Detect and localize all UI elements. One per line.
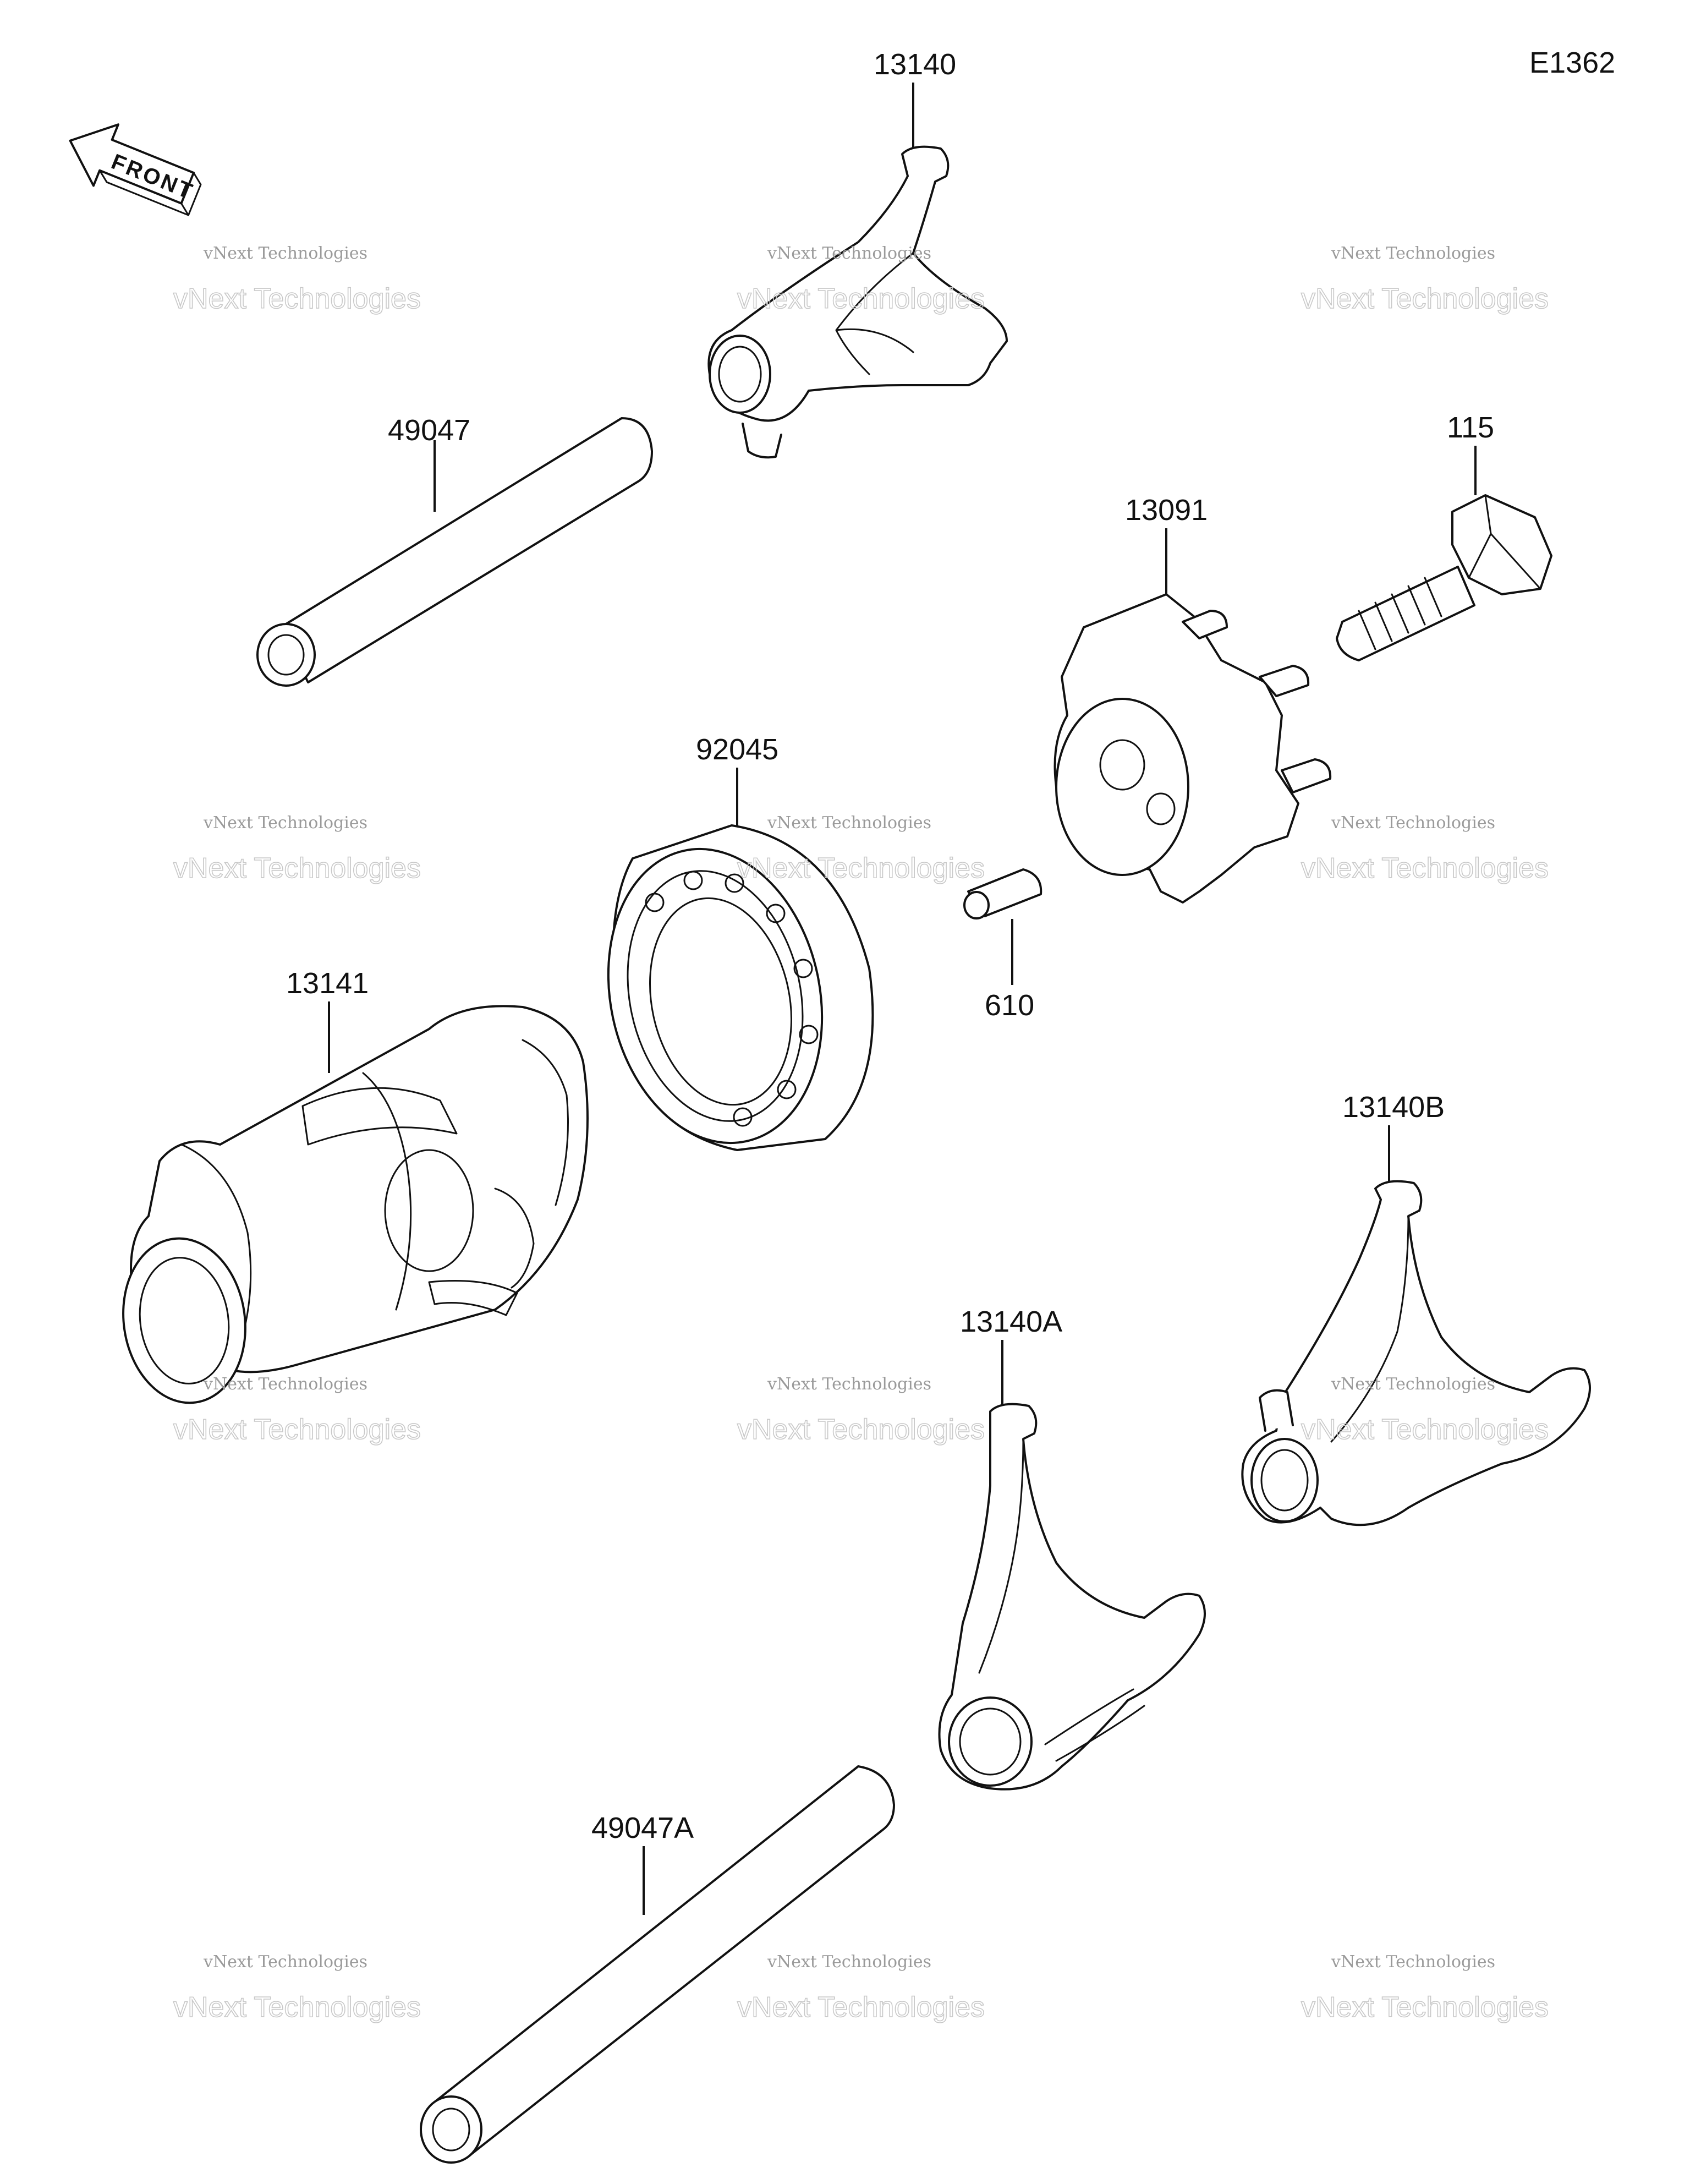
watermark-text: vNext Technologies bbox=[1331, 1375, 1495, 1394]
part-610[interactable] bbox=[963, 868, 1042, 985]
watermark-text: vNext Technologies bbox=[203, 244, 367, 263]
part-49047a[interactable] bbox=[420, 1765, 895, 2164]
watermark-text: vNext Technologies bbox=[1301, 852, 1549, 884]
front-arrow-icon: FRONT bbox=[69, 123, 202, 216]
part-13140[interactable] bbox=[707, 83, 1008, 459]
watermark-text: vNext Technologies bbox=[173, 283, 421, 315]
watermark-text: vNext Technologies bbox=[1301, 1414, 1549, 1446]
part-label-49047[interactable]: 49047 bbox=[388, 414, 470, 447]
watermark-text: vNext Technologies bbox=[737, 1991, 985, 2023]
part-13091[interactable] bbox=[1053, 528, 1332, 904]
part-label-13140[interactable]: 13140 bbox=[874, 48, 956, 81]
part-label-13140a[interactable]: 13140A bbox=[960, 1305, 1062, 1338]
part-49047[interactable] bbox=[256, 417, 653, 687]
diagram-code: E1362 bbox=[1529, 46, 1615, 79]
watermark-text: vNext Technologies bbox=[737, 283, 985, 315]
part-label-13141[interactable]: 13141 bbox=[286, 967, 369, 1000]
watermark-text: vNext Technologies bbox=[203, 1952, 367, 1972]
watermark-text: vNext Technologies bbox=[203, 813, 367, 833]
watermark-text: vNext Technologies bbox=[767, 1952, 931, 1972]
part-13140a[interactable] bbox=[938, 1340, 1206, 1791]
part-label-13140b[interactable]: 13140B bbox=[1342, 1091, 1445, 1124]
watermark-text: vNext Technologies bbox=[173, 1991, 421, 2023]
watermark-text: vNext Technologies bbox=[1301, 1991, 1549, 2023]
part-label-115[interactable]: 115 bbox=[1447, 411, 1494, 444]
part-label-49047a[interactable]: 49047A bbox=[591, 1811, 694, 1844]
watermark-text: vNext Technologies bbox=[203, 1375, 367, 1394]
watermark-text: vNext Technologies bbox=[1301, 283, 1549, 315]
watermark-text: vNext Technologies bbox=[767, 1375, 931, 1394]
part-label-13091[interactable]: 13091 bbox=[1125, 494, 1208, 527]
watermark-text: vNext Technologies bbox=[1331, 244, 1495, 263]
watermark-text: vNext Technologies bbox=[173, 852, 421, 884]
watermark-text: vNext Technologies bbox=[173, 1414, 421, 1446]
watermark-layer: vNext Technologies vNext Technologies vN… bbox=[173, 244, 1549, 2024]
watermark-text: vNext Technologies bbox=[1331, 813, 1495, 833]
part-92045[interactable] bbox=[582, 768, 874, 1163]
watermark-text: vNext Technologies bbox=[767, 813, 931, 833]
watermark-text: vNext Technologies bbox=[767, 244, 931, 263]
part-13140b[interactable] bbox=[1241, 1125, 1591, 1526]
watermark-text: vNext Technologies bbox=[737, 852, 985, 884]
watermark-text: vNext Technologies bbox=[1331, 1952, 1495, 1972]
part-label-92045[interactable]: 92045 bbox=[696, 733, 778, 766]
part-label-610[interactable]: 610 bbox=[985, 989, 1034, 1022]
watermark-text: vNext Technologies bbox=[737, 1414, 985, 1446]
part-13141[interactable] bbox=[113, 1001, 589, 1411]
part-115[interactable] bbox=[1336, 446, 1552, 661]
